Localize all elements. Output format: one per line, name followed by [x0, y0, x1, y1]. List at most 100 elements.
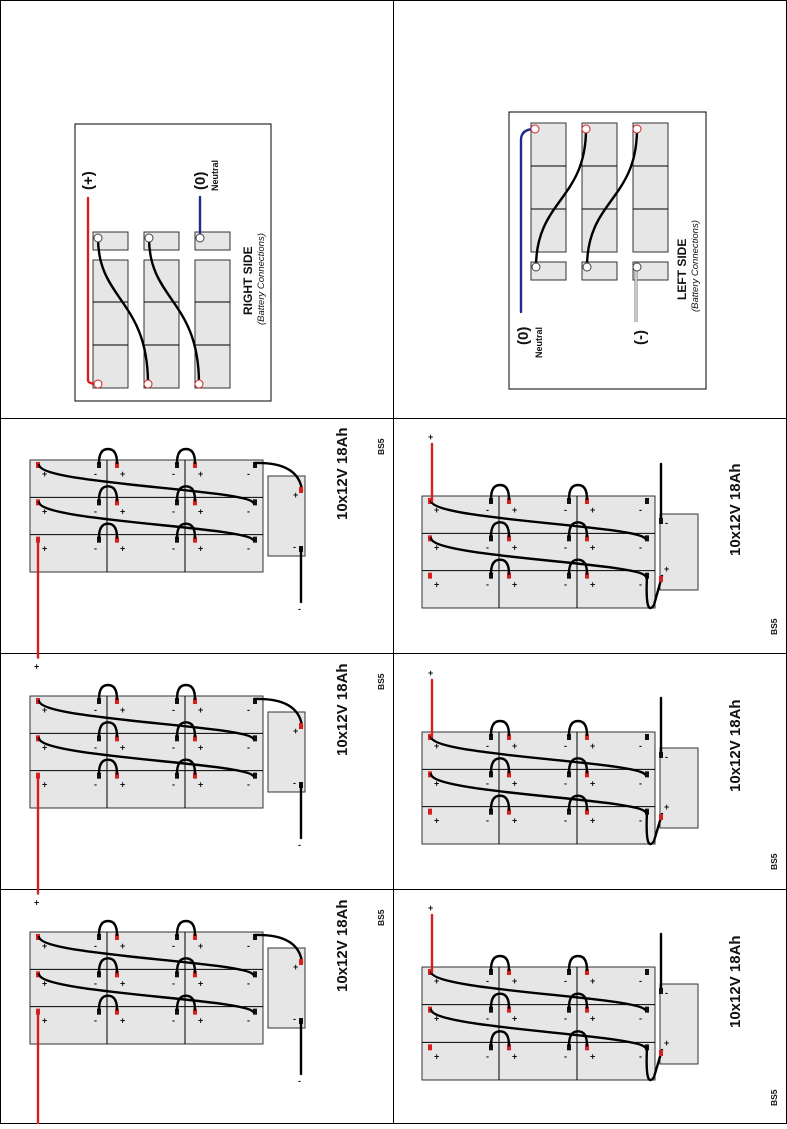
terminal-plus-sign: + [512, 1051, 517, 1061]
jumper-wire [175, 758, 197, 775]
terminal-plus-sign: + [434, 505, 439, 515]
row-link-wire [429, 1008, 647, 1049]
right-side-positive-label: (+) [80, 171, 97, 190]
jumper-wire [175, 994, 197, 1011]
terminal-plus-sign: + [512, 778, 517, 788]
pack-link-wire [645, 1046, 664, 1082]
terminal-minus-sign: - [486, 816, 489, 826]
jumper-wire [97, 957, 119, 974]
terminal-minus-sign: - [94, 469, 97, 479]
terminal-plus-sign: + [120, 1016, 125, 1026]
left-side-title: LEFT SIDE [675, 239, 689, 300]
terminal-plus-sign: + [590, 1014, 595, 1024]
terminal-minus-sign: - [639, 1014, 642, 1024]
jumper-wire [97, 919, 119, 937]
terminal-plus-sign: + [590, 580, 595, 590]
row-link-wire [429, 537, 647, 577]
pack-minus-sign: - [665, 518, 668, 528]
pack-link-wire [253, 697, 304, 728]
pack-link-wire [253, 461, 304, 492]
battery-bank [29, 695, 264, 809]
terminal-plus-sign: + [198, 705, 203, 715]
terminal-plus-sign: + [590, 976, 595, 986]
panel-code-label: BS5 [376, 438, 386, 455]
jumper-wire [489, 954, 511, 972]
terminal-plus-sign: + [198, 941, 203, 951]
terminal-minus-sign: - [94, 705, 97, 715]
jumper-wire [97, 721, 119, 738]
row-link-wire [37, 699, 255, 740]
right-side-diagram: (+) (0) Neutral RIGHT SIDE (Battery Conn… [74, 123, 272, 402]
pack-minus-sign: - [293, 778, 296, 788]
row-link-wire [429, 773, 647, 813]
panel-capacity-label: 10x12V 18Ah [334, 663, 351, 756]
jumper-wire [567, 757, 589, 774]
terminal-minus-sign: - [247, 978, 250, 988]
terminal-minus-sign: - [172, 978, 175, 988]
battery-pack [659, 747, 699, 829]
terminal-minus-sign: - [94, 780, 97, 790]
terminal-minus-sign: - [486, 580, 489, 590]
battery-bank [421, 495, 656, 609]
terminal-plus-sign: + [512, 505, 517, 515]
terminal-plus-sign: + [42, 506, 47, 516]
negative-lead-sign: - [298, 604, 301, 614]
terminal-plus-sign: + [42, 742, 47, 752]
terminal-minus-sign: - [564, 1051, 567, 1061]
jumper-wire [97, 683, 119, 701]
jumper-wire [175, 522, 197, 539]
jumper-wire [567, 992, 589, 1009]
terminal-plus-sign: + [120, 978, 125, 988]
terminal-plus-sign: + [198, 469, 203, 479]
row-link-wire [429, 499, 647, 540]
pack-minus-sign: - [293, 542, 296, 552]
panel-capacity-label: 10x12V 18Ah [727, 699, 744, 792]
terminal-plus-sign: + [434, 976, 439, 986]
left-side-neutral-word: Neutral [534, 327, 544, 358]
terminal-plus-sign: + [434, 741, 439, 751]
terminal-plus-sign: + [42, 469, 47, 479]
pack-minus-sign: - [665, 752, 668, 762]
terminal-plus-sign: + [590, 816, 595, 826]
terminal-minus-sign: - [486, 1014, 489, 1024]
pack-plus-sign: + [293, 962, 298, 972]
pack-link-wire [645, 574, 664, 610]
terminal-plus-sign: + [512, 976, 517, 986]
terminal-minus-sign: - [639, 816, 642, 826]
terminal-plus-sign: + [42, 705, 47, 715]
left-side-batteries [530, 122, 669, 281]
terminal-plus-sign: + [42, 544, 47, 554]
positive-lead-sign: + [428, 668, 433, 678]
terminal-plus-sign: + [512, 542, 517, 552]
panel-code-label: BS5 [769, 618, 779, 635]
jumper-wire [175, 447, 197, 465]
terminal-minus-sign: - [247, 1016, 250, 1026]
terminal-minus-sign: - [172, 506, 175, 516]
positive-lead-sign: + [428, 903, 433, 913]
panel-capacity-label: 10x12V 18Ah [727, 463, 744, 556]
terminal-minus-sign: - [94, 978, 97, 988]
terminal-plus-sign: + [120, 705, 125, 715]
pack-plus-sign: + [664, 1038, 669, 1048]
battery-pack [659, 513, 699, 591]
terminal-plus-sign: + [198, 506, 203, 516]
terminal-plus-sign: + [198, 780, 203, 790]
terminal-minus-sign: - [564, 580, 567, 590]
pack-plus-sign: + [293, 490, 298, 500]
panel-code-label: BS5 [376, 673, 386, 690]
terminal-plus-sign: + [42, 978, 47, 988]
terminal-minus-sign: - [247, 544, 250, 554]
row-link-wire [37, 973, 255, 1013]
terminal-plus-sign: + [590, 542, 595, 552]
terminal-minus-sign: - [247, 506, 250, 516]
left-side-link-wire-1 [534, 127, 588, 269]
right-side-subtitle: (Battery Connections) [256, 233, 267, 325]
left-side-link-wire-2 [585, 127, 639, 269]
terminal-plus-sign: + [590, 741, 595, 751]
battery-pack [267, 947, 306, 1029]
terminal-minus-sign: - [486, 976, 489, 986]
terminal-minus-sign: - [247, 742, 250, 752]
